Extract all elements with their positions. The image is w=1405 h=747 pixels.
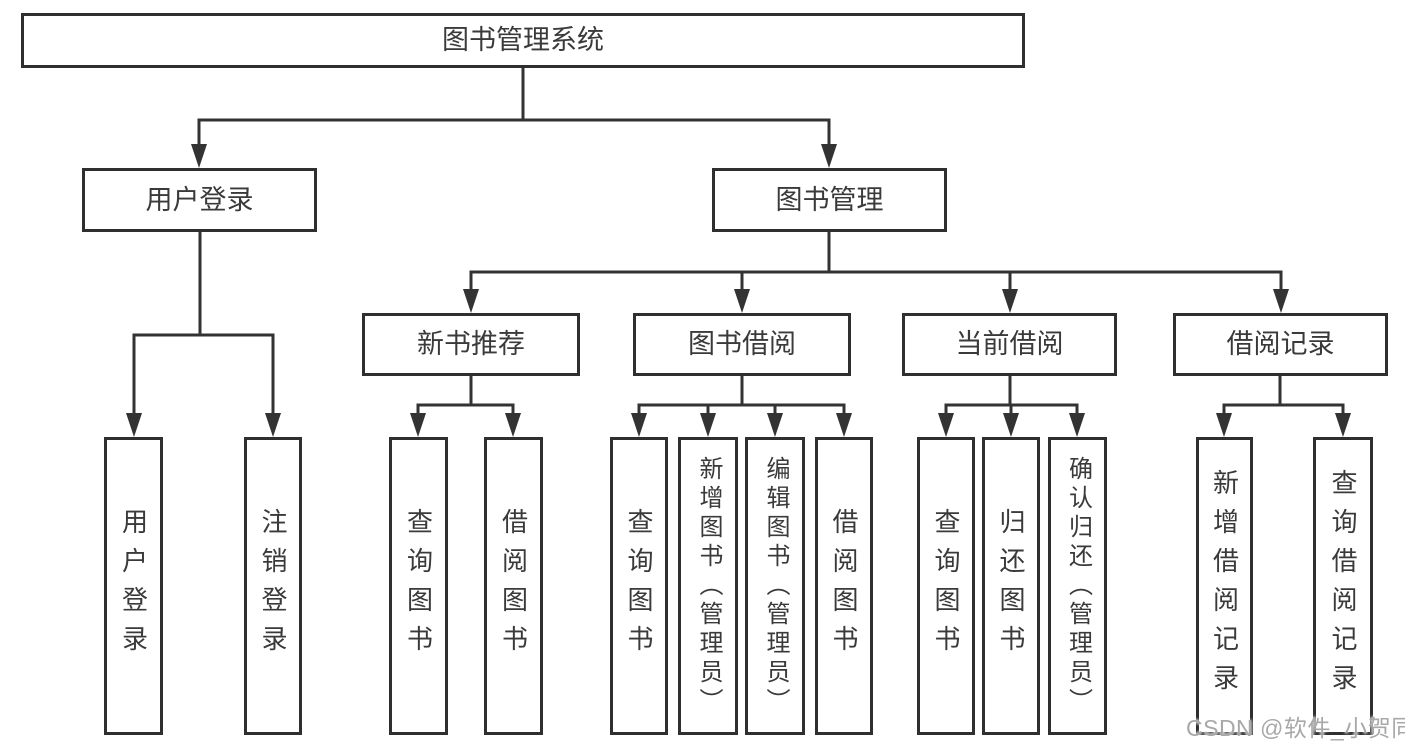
node-new-book-recommendation: 新书推荐 xyxy=(362,313,580,376)
leaf-current-confirm-return-admin: 确认归还（管理员） xyxy=(1048,437,1107,735)
leaf-records-add-record: 新增借阅记录 xyxy=(1196,437,1253,735)
leaf-borrowing-edit-books-admin: 编辑图书（管理员） xyxy=(745,437,805,735)
leaf-user-login: 用户登录 xyxy=(104,437,163,735)
leaf-logout: 注销登录 xyxy=(244,437,302,735)
leaf-borrowing-add-books-admin: 新增图书（管理员） xyxy=(678,437,738,735)
node-borrowing-records: 借阅记录 xyxy=(1173,313,1388,376)
leaf-records-query-record: 查询借阅记录 xyxy=(1313,437,1373,735)
leaf-current-return-books: 归还图书 xyxy=(982,437,1040,735)
leaf-recommend-query-books: 查询图书 xyxy=(389,437,448,735)
leaf-recommend-borrow-books: 借阅图书 xyxy=(484,437,543,735)
node-book-management: 图书管理 xyxy=(712,168,947,232)
node-current-borrowing: 当前借阅 xyxy=(902,313,1117,376)
leaf-borrowing-borrow-books: 借阅图书 xyxy=(815,437,873,735)
watermark: CSDN @软件_小贺同学 xyxy=(1186,715,1405,741)
node-library-system: 图书管理系统 xyxy=(21,13,1025,68)
node-user-login: 用户登录 xyxy=(82,168,317,232)
leaf-borrowing-query-books: 查询图书 xyxy=(610,437,668,735)
node-book-borrowing: 图书借阅 xyxy=(633,313,851,376)
leaf-current-query-books: 查询图书 xyxy=(917,437,975,735)
